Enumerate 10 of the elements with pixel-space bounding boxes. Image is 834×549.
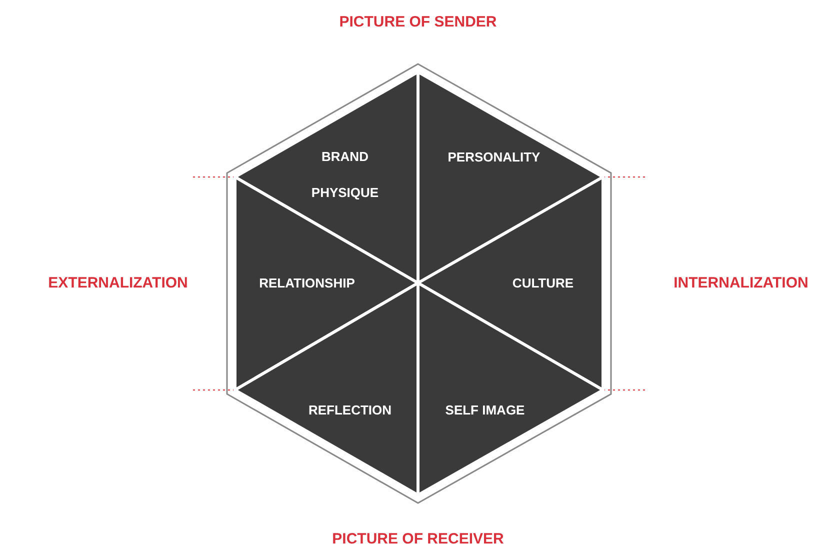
segment-label: REFLECTION xyxy=(308,402,392,418)
segment-label: PERSONALITY xyxy=(448,150,540,164)
axis-label: PICTURE OF SENDER xyxy=(339,14,497,30)
segment-label: BRAND PHYSIQUE xyxy=(310,148,380,202)
axis-label: INTERNALIZATION xyxy=(674,274,808,292)
axis-label: PICTURE OF RECEIVER xyxy=(332,530,504,548)
axis-label: EXTERNALIZATION xyxy=(48,274,188,292)
segment-label: CULTURE xyxy=(512,276,574,290)
segment-label: RELATIONSHIP xyxy=(259,276,355,290)
segment-label: SELF IMAGE xyxy=(445,402,525,418)
